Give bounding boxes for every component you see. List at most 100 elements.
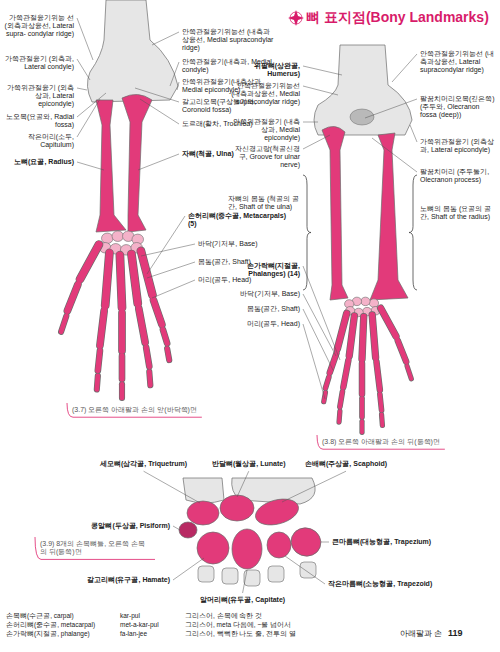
finger-bone xyxy=(349,316,354,356)
leader-line xyxy=(303,122,318,123)
caption-bracket xyxy=(67,403,202,417)
finger-bone xyxy=(149,372,150,386)
landmark-label: 자신경고랑(척골신경구, Groove for ulnar nerve) xyxy=(228,145,300,170)
landmark-label: 안쪽위관절융기 (내측상과, Medial epicondyle) xyxy=(228,118,300,143)
landmark-label: 가쪽관절융기 (외측과, Lateral condyle) xyxy=(4,55,74,71)
finger-bone xyxy=(67,285,78,311)
finger-bone xyxy=(154,300,162,324)
metacarpal-base xyxy=(300,562,316,578)
finger-bone xyxy=(359,421,364,432)
hand-bones xyxy=(324,297,412,432)
finger-bone xyxy=(360,421,364,432)
landmark-label: 가쪽위관절융기 (외측상과, Lateral epicondyle) xyxy=(420,138,496,154)
finger-bone xyxy=(343,360,348,387)
humerus-bone xyxy=(314,45,412,135)
finger-bone xyxy=(120,255,122,308)
bracket xyxy=(303,175,311,290)
leader-line xyxy=(141,244,195,256)
leader-line xyxy=(372,138,417,172)
leader-line xyxy=(170,62,179,86)
finger-bone xyxy=(376,362,379,390)
page-title: 뼈 표지점(Bony Landmarks) xyxy=(306,9,489,26)
finger-bone xyxy=(105,253,109,306)
footnote-text: fa-lan-jee xyxy=(120,630,147,638)
finger-bone xyxy=(141,251,153,295)
bone-label: 위팔뼈(상완골, Humerus) xyxy=(228,62,300,78)
leader-line xyxy=(77,99,100,137)
landmark-label: 머리(골두, Head) xyxy=(198,276,251,284)
finger-bone xyxy=(337,313,346,349)
finger-bone xyxy=(407,366,411,379)
finger-bone xyxy=(98,351,100,371)
ulna-bone xyxy=(183,478,224,503)
bone-label: 콩알뼈(두상골, Pisiform) xyxy=(91,522,170,530)
leader-line xyxy=(303,266,340,360)
metacarpal-base xyxy=(268,566,284,582)
footnote-text: 그리스어, 뻑뻑한 나도 줄, 전투의 열 xyxy=(185,630,296,638)
landmark-label: 머리(골두, Head) xyxy=(247,320,300,328)
leader-line xyxy=(303,86,338,95)
finger-bone xyxy=(379,414,385,425)
leader-line xyxy=(144,471,200,503)
radius-bone xyxy=(370,133,408,300)
finger-bone xyxy=(359,363,366,394)
bone-label: 작은마름뼈(소능형골, Trapezoid) xyxy=(328,580,432,588)
finger-bone xyxy=(105,253,109,306)
finger-bone xyxy=(131,254,137,303)
finger-bone xyxy=(360,398,364,417)
finger-bone xyxy=(362,317,364,360)
finger-bone xyxy=(141,251,153,295)
leader-line xyxy=(173,526,180,530)
caption-bracket xyxy=(35,537,155,559)
leader-line xyxy=(152,32,179,45)
leader-line xyxy=(392,54,417,82)
landmark-label: 팔꿈치머리 (주두돌기, Olecranon process) xyxy=(420,168,496,184)
bone-label: 자뼈(척골, Ulna) xyxy=(182,150,234,158)
finger-bone xyxy=(337,411,342,422)
finger-bone xyxy=(80,245,99,280)
finger-bone xyxy=(139,309,145,343)
finger-bone xyxy=(349,316,354,356)
leader-line xyxy=(147,262,195,278)
leader-line xyxy=(77,162,104,170)
leader-line xyxy=(237,471,249,497)
olecranon-fossa xyxy=(350,109,374,125)
carpal-bone xyxy=(253,495,302,530)
finger-bone xyxy=(139,309,145,343)
finger-bone xyxy=(100,311,104,346)
landmark-label: 바닥(기저부, Base) xyxy=(240,290,300,298)
ulna-bone xyxy=(122,94,152,232)
leader-line xyxy=(177,82,179,90)
finger-bone xyxy=(325,377,328,388)
landmark-label: 가쪽위관절융기 (외측상과, Lateral epicondyle) xyxy=(4,84,74,109)
carpal-bone xyxy=(220,495,254,521)
carpal-bone xyxy=(187,501,219,525)
figure-caption: (3.8) 오른쪽 아래팔과 손의 뒤(등쪽)면 xyxy=(322,438,440,446)
leader-line xyxy=(282,471,346,502)
landmark-label: 노뼈의 몸통 (요골의 골간, Shaft of the radius) xyxy=(420,205,496,221)
leader-line xyxy=(285,556,325,584)
finger-bone xyxy=(340,392,343,407)
finger-bone xyxy=(100,311,104,346)
caption-bracket xyxy=(317,435,445,449)
metacarpal-base xyxy=(222,568,238,584)
figure-caption: (3.9) 8개의 손목뼈들, 오른쪽 손목의 뒤(등쪽)면 xyxy=(40,540,150,556)
bone-label: 손배뼈(주상골, Scaphoid) xyxy=(305,460,387,468)
leader-line xyxy=(140,99,179,124)
finger-bone xyxy=(380,414,385,425)
finger-bone xyxy=(359,398,365,417)
leader-line xyxy=(77,18,93,60)
leader-line xyxy=(321,542,329,543)
finger-bone xyxy=(381,308,396,336)
leader-line xyxy=(173,558,204,580)
leader-line xyxy=(152,280,195,298)
leader-line xyxy=(303,294,336,356)
page-label: 아래팔과 손 xyxy=(400,630,442,639)
carpal-bone xyxy=(232,529,262,569)
finger-bone xyxy=(398,341,407,362)
finger-bone xyxy=(146,348,149,367)
leader-line xyxy=(365,99,417,118)
finger-bone xyxy=(80,245,99,280)
carpal-bone xyxy=(102,233,114,244)
finger-bone xyxy=(325,377,328,388)
